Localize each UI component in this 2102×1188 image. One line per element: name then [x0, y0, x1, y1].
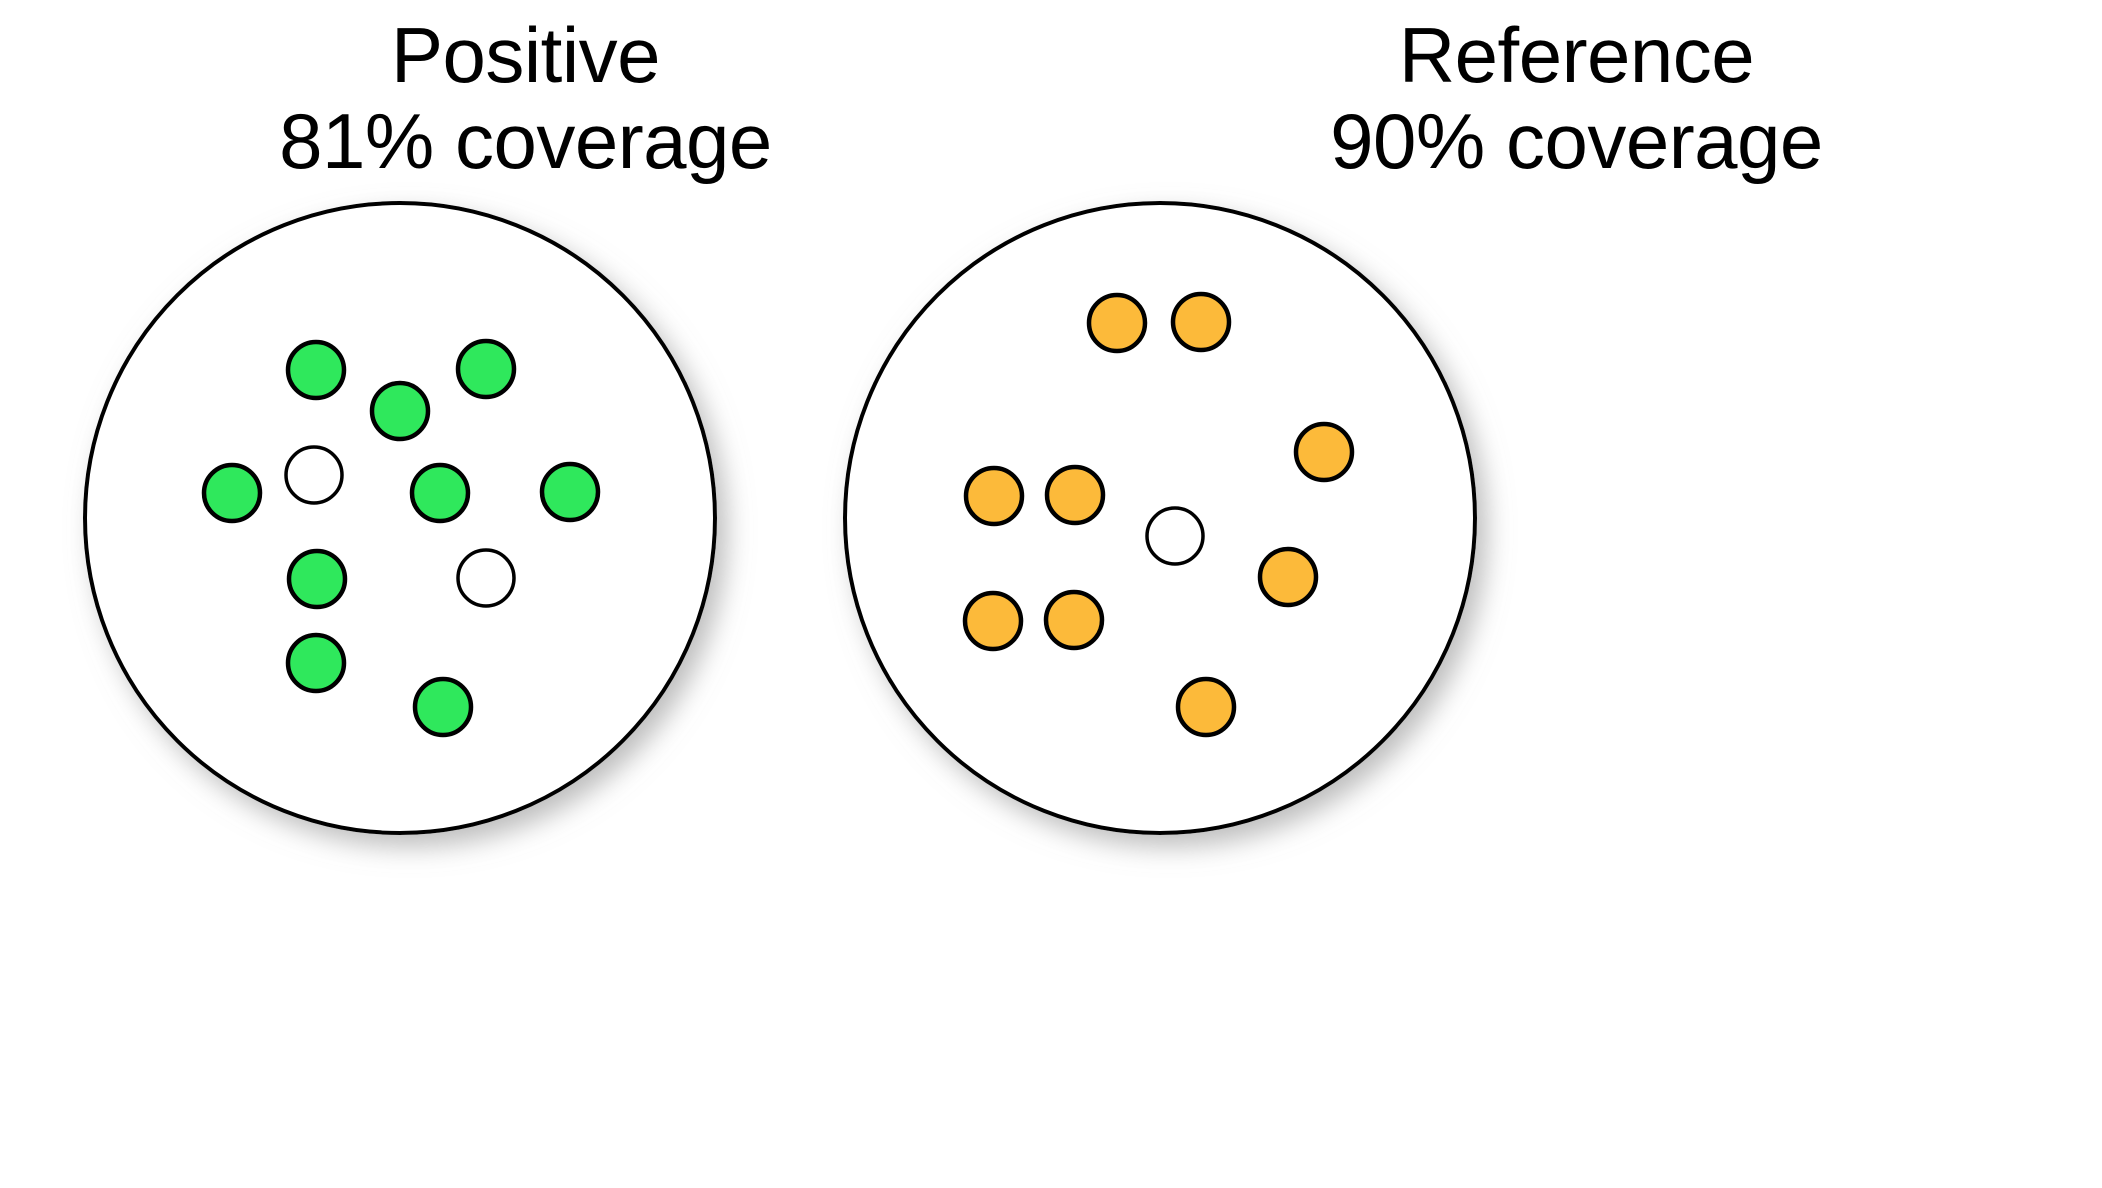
covered-item-dot: [201, 462, 263, 524]
panel-positive: Positive 81% coverage: [83, 11, 772, 835]
panel-subtitle-positive: 81% coverage: [279, 97, 772, 185]
covered-item-dot: [539, 461, 601, 523]
pool-svg-reference: [843, 201, 1477, 835]
covered-item-dot: [1175, 676, 1237, 738]
covered-item-dot: [286, 548, 348, 610]
panel-reference: Reference 90% coverage: [843, 0, 2102, 1188]
covered-item-dot: [1170, 291, 1232, 353]
covered-item-dot: [1043, 589, 1105, 651]
covered-item-dot: [412, 676, 474, 738]
uncovered-item-dot: [284, 445, 344, 505]
panel-title-positive: Positive: [390, 11, 661, 99]
pool-reference: [843, 0, 2102, 1188]
panel-subtitle-reference: 90% coverage: [1330, 97, 1823, 185]
panel-title-reference: Reference: [1398, 11, 1755, 99]
uncovered-item-dot: [1145, 506, 1205, 566]
covered-item-dot: [1086, 292, 1148, 354]
covered-item-dot: [285, 632, 347, 694]
covered-item-dot: [1293, 421, 1355, 483]
covered-item-dot: [409, 462, 471, 524]
covered-item-dot: [285, 339, 347, 401]
covered-item-dot: [369, 380, 431, 442]
uncovered-item-dot: [456, 548, 516, 608]
covered-item-dot: [1044, 464, 1106, 526]
pool-boundary-circle: [83, 201, 717, 835]
covered-item-dot: [962, 590, 1024, 652]
covered-item-dot: [963, 465, 1025, 527]
covered-item-dot: [455, 338, 517, 400]
covered-item-dot: [1257, 546, 1319, 608]
pool-positive: [83, 201, 717, 835]
pool-svg-positive: [83, 201, 717, 835]
